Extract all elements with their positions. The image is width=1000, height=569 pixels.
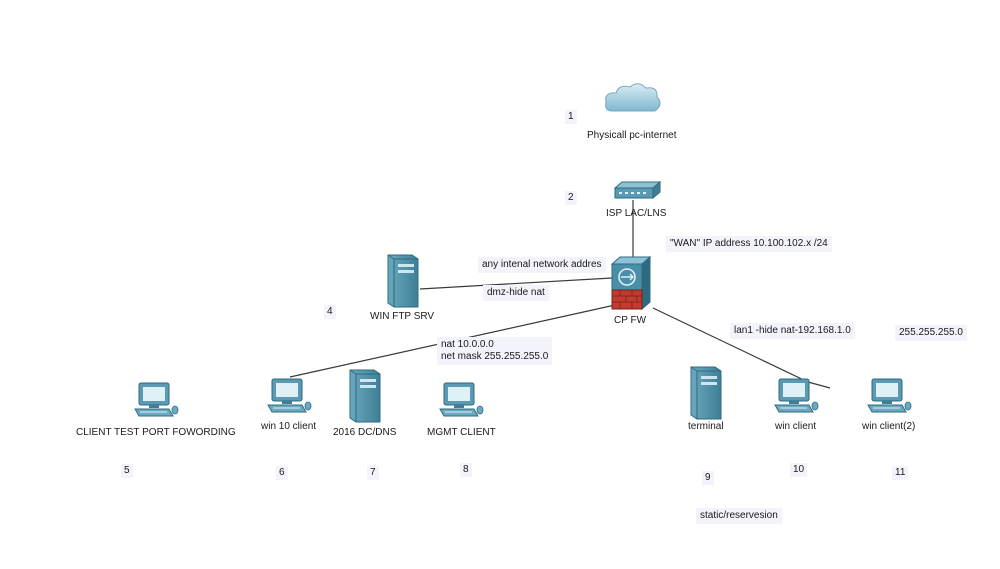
dc-label: 2016 DC/DNS: [333, 427, 397, 438]
link-firewall-winclient: [652, 307, 809, 383]
node-number-11: 11: [892, 466, 909, 480]
node-number-4: 4: [324, 305, 336, 319]
node-number-8: 8: [460, 463, 472, 477]
node-number-10: 10: [790, 463, 808, 477]
cloud-icon: [605, 83, 661, 112]
dmz-note: dmz-hide nat: [483, 285, 549, 301]
switch-icon: [613, 180, 662, 200]
ftp-server-icon: [387, 254, 419, 308]
winclient2-label: win client(2): [862, 421, 916, 432]
mgmt-pc-icon: [439, 382, 484, 417]
node-number-7: 7: [367, 466, 379, 480]
mask-note: 255.255.255.0: [895, 325, 967, 341]
terminal-label: terminal: [688, 421, 724, 432]
winclient-pc-icon: [774, 378, 819, 413]
node-number-9: 9: [702, 471, 714, 485]
dc-server-icon: [349, 369, 381, 423]
node-number-6: 6: [276, 466, 288, 480]
firewall-icon: [610, 255, 652, 311]
node-number-5: 5: [121, 464, 133, 478]
winclient-label: win client: [775, 421, 817, 432]
terminal-server-icon: [690, 366, 722, 420]
cloud-label: Physicall pc-internet: [587, 130, 677, 141]
node-number-1: 1: [565, 110, 577, 124]
isp-label: ISP LAC/LNS: [606, 208, 667, 219]
client-pf-pc-icon: [134, 382, 179, 417]
mgmt-label: MGMT CLIENT: [427, 427, 496, 438]
win10-label: win 10 client: [261, 421, 317, 432]
win10-pc-icon: [267, 378, 312, 413]
client-pf-label: CLIENT TEST PORT FOWORDING: [76, 427, 236, 438]
wan-note: "WAN" IP address 10.100.102.x /24: [666, 236, 832, 252]
nat-note: nat 10.0.0.0 net mask 255.255.255.0: [437, 337, 553, 365]
firewall-label: CP FW: [614, 315, 647, 326]
link-ftp-firewall: [419, 277, 613, 290]
ftp-label: WIN FTP SRV: [370, 311, 435, 322]
link-winclient-winclient2: [807, 381, 831, 389]
lan1-note: lan1 -hide nat-192.168.1.0: [730, 323, 855, 339]
any-internal-note: any intenal network addres: [478, 257, 606, 273]
node-number-2: 2: [565, 191, 577, 205]
winclient2-pc-icon: [867, 378, 912, 413]
static-note: static/reservesion: [696, 508, 782, 524]
